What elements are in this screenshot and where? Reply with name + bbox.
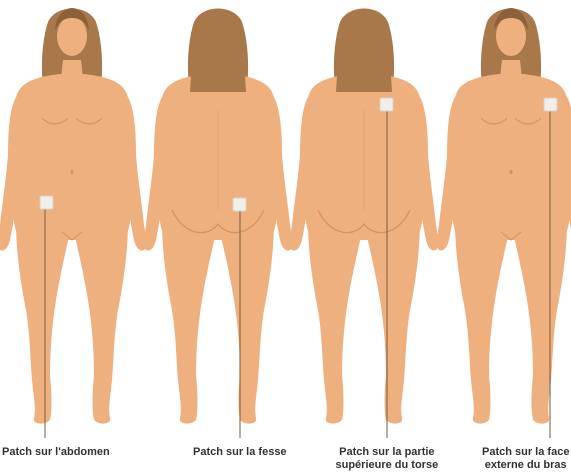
label-line: supérieure du torse	[336, 459, 439, 472]
patch	[233, 198, 246, 211]
label-line: Patch sur la partie	[336, 446, 439, 459]
navel	[509, 170, 512, 174]
head-back-hair	[201, 14, 235, 58]
figure-3	[290, 9, 439, 439]
face	[57, 16, 87, 56]
hair-long-back	[190, 60, 246, 92]
navel	[70, 170, 73, 174]
figure-4	[437, 8, 571, 438]
patch	[544, 98, 557, 111]
patch	[40, 196, 53, 209]
label-line: Patch sur l'abdomen	[2, 446, 110, 459]
face	[496, 16, 526, 56]
figure-1	[0, 8, 146, 438]
patch-location-label: Patch sur l'abdomen	[2, 446, 110, 459]
patch	[380, 98, 393, 111]
body	[0, 60, 146, 424]
label-line: externe du bras	[482, 459, 569, 472]
head-back-hair	[347, 14, 381, 58]
patch-location-label: Patch sur la fesse	[193, 446, 287, 459]
label-line: Patch sur la fesse	[193, 446, 287, 459]
hair-long-back	[336, 60, 392, 92]
figure-2	[144, 9, 293, 439]
body	[437, 60, 571, 424]
label-line: Patch sur la face	[482, 446, 569, 459]
